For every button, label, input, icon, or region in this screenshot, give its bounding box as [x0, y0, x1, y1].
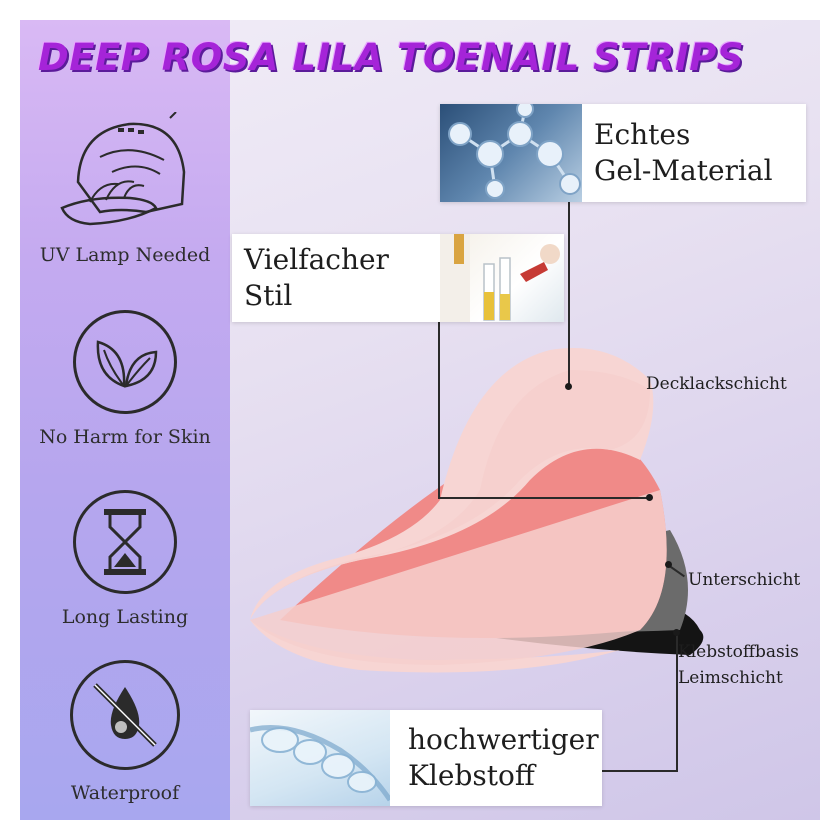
leader-dot-adhesive: [673, 629, 680, 636]
callout-style: Vielfacher Stil: [232, 234, 564, 322]
feature-long-lasting: Long Lasting: [20, 490, 230, 628]
layer-label-adhesive-2: Leimschicht: [678, 668, 783, 688]
feature-label: Long Lasting: [61, 606, 189, 628]
callout-style-line2: Stil: [244, 279, 293, 312]
molecule-image: [440, 104, 582, 202]
feature-label: UV Lamp Needed: [39, 244, 211, 266]
leader-line-adhesive-v: [676, 632, 678, 772]
callout-adhesive-text: hochwertiger Klebstoff: [390, 722, 599, 794]
callout-style-line1: Vielfacher: [244, 243, 389, 276]
hourglass-icon: [73, 490, 177, 594]
leader-dot-under: [665, 561, 672, 568]
callout-gel-material: Echtes Gel-Material: [440, 104, 806, 202]
leaves-icon: [73, 310, 177, 414]
layer-label-top-coat: Decklackschicht: [646, 374, 787, 394]
feature-waterproof: Waterproof: [20, 660, 230, 804]
layer-label-under: Unterschicht: [688, 570, 801, 590]
leader-line-style-v: [438, 318, 440, 498]
callout-adhesive-line1: hochwertiger: [408, 723, 599, 756]
page-title: DEEP ROSA LILA TOENAIL STRIPS: [38, 36, 745, 79]
leader-dot-gel: [565, 383, 572, 390]
gel-bubbles-image: [250, 710, 390, 806]
leader-line-gel: [568, 200, 570, 386]
callout-style-text: Vielfacher Stil: [232, 242, 440, 314]
no-water-drop-icon: [70, 660, 180, 770]
feature-label: Waterproof: [70, 782, 180, 804]
feature-no-harm: No Harm for Skin: [20, 310, 230, 448]
leader-line-adhesive-h: [602, 770, 678, 772]
feature-label: No Harm for Skin: [39, 426, 211, 448]
callout-gel-text: Echtes Gel-Material: [582, 117, 773, 189]
uv-lamp-icon: [60, 111, 190, 232]
leader-dot-style: [646, 494, 653, 501]
callout-gel-line1: Echtes: [594, 118, 691, 151]
strip-layers-illustration: [250, 348, 704, 673]
leader-line-style-h: [438, 497, 648, 499]
callout-gel-line2: Gel-Material: [594, 154, 773, 187]
feature-uv-lamp: UV Lamp Needed: [20, 111, 230, 266]
callout-adhesive-line2: Klebstoff: [408, 759, 535, 792]
lab-tubes-image: [440, 234, 564, 322]
layer-label-adhesive-1: Klebstoffbasis: [678, 642, 799, 662]
callout-adhesive: hochwertiger Klebstoff: [250, 710, 602, 806]
product-infographic: DEEP ROSA LILA TOENAIL STRIPS UV Lamp Ne…: [20, 20, 820, 820]
